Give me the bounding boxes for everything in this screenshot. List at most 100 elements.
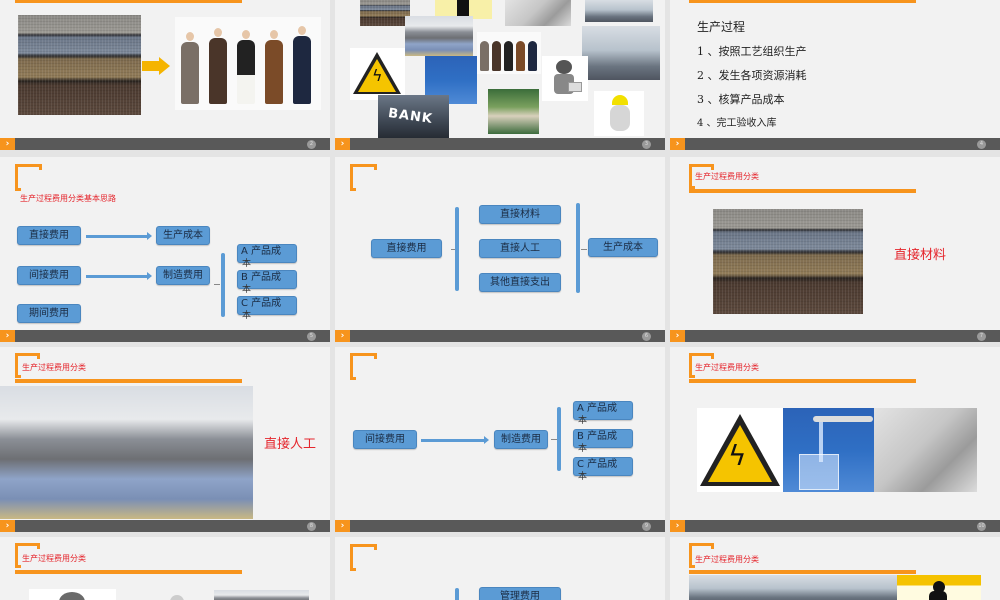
page-number: 7 [977,332,986,341]
indirect-cost-box: 间接费用 [353,430,417,449]
process-item-3: 3 、核算产品成本 [697,93,785,106]
corner-bracket-icon [689,543,714,568]
process-item-2: 2 、发生各项资源消耗 [697,69,807,82]
arrow-right-icon [142,61,160,71]
period-cost-box: 期间费用 [17,304,81,323]
page-number: 5 [307,332,316,341]
slide-thumb-12[interactable]: 管理费用 [335,537,665,600]
coats-image [175,17,321,110]
slide-footer: › 3 [335,138,665,150]
fabric-image [360,0,410,26]
production-cost-box: 生产成本 [588,238,658,257]
page-number: 10 [977,522,986,531]
header-underline [15,570,242,574]
slide-thumb-4[interactable]: 生产过程 1 、按照工艺组织生产 2 、发生各项资源消耗 3 、核算产品成本 4… [670,0,1000,150]
slide-thumb-13[interactable]: 生产过程费用分类 [670,537,1000,600]
header-underline [15,0,242,3]
bracket-bar [221,253,225,317]
slide-footer: › 6 [335,330,665,342]
corner-bracket-icon [15,164,42,191]
admin-expense-box: 管理费用 [479,587,561,600]
chevron-right-icon: › [335,330,350,342]
slide-thumb-10[interactable]: 生产过程费用分类 ϟ › 10 [670,347,1000,532]
header-underline [689,0,916,3]
item-image [29,589,116,600]
coats-image [477,32,541,74]
direct-cost-box: 直接费用 [371,239,442,258]
office-image [585,0,653,22]
slide-thumb-8[interactable]: 生产过程费用分类 直接人工 › 8 [0,347,330,532]
slide-thumb-6[interactable]: 直接费用 直接材料 直接人工 其他直接支出 生产成本 › 6 [335,157,665,342]
page-number: 6 [642,332,651,341]
bank-sign: BANK [387,105,434,128]
electricity-warning-image: ϟ [697,408,783,492]
wrench-image [150,595,190,600]
header-title: 生产过程费用分类 [22,363,86,372]
bracket-bar [455,207,459,291]
corner-bracket-icon [15,543,40,568]
production-cost-box: 生产成本 [156,226,210,245]
slide-thumb-11[interactable]: 生产过程费用分类 [0,537,330,600]
process-item-4: 4 、完工验收入库 [697,118,777,129]
slide-footer: › 9 [335,520,665,532]
page-number: 8 [307,522,316,531]
slide-thumb-2[interactable]: › 2 [0,0,330,150]
chevron-right-icon: › [670,520,685,532]
chevron-right-icon: › [335,520,350,532]
sewing-machine-image [874,408,977,492]
water-image [783,408,874,492]
indirect-cost-box: 间接费用 [17,266,81,285]
slide-footer: › 2 [0,138,330,150]
page-number: 3 [642,140,651,149]
factory-image [214,590,309,600]
lightning-icon: ϟ [372,66,383,85]
page-number: 2 [307,140,316,149]
warning-sign-image: ϟ [350,48,405,100]
chevron-right-icon: › [670,330,685,342]
header-underline [689,379,916,383]
connector-tick [214,284,220,285]
robot-image [542,56,588,101]
page-number: 9 [642,522,651,531]
factory-image [405,16,473,56]
factory-image [0,386,253,519]
connector-tick [551,439,557,440]
worker-silhouette-image [897,575,981,600]
office-image [689,575,897,600]
header-underline [689,570,916,574]
corner-bracket-icon [350,544,377,571]
direct-labor-label: 直接人工 [264,437,317,452]
slide-footer: › 4 [670,138,1000,150]
header-title: 生产过程费用分类 [695,172,759,181]
product-b-cost-box: B 产品成 本 [237,270,297,295]
chevron-right-icon: › [0,520,15,532]
bank-image: BANK [378,95,449,140]
direct-cost-box: 直接费用 [17,226,81,245]
direct-material-label: 直接材料 [894,248,947,263]
other-direct-expense-box: 其他直接支出 [479,273,561,292]
product-c-cost-box: C 产品成 本 [573,457,633,482]
arrow-connector [86,232,152,240]
arrow-connector [86,272,152,280]
slide-thumb-7[interactable]: 生产过程费用分类 直接材料 › 7 [670,157,1000,342]
arrow-connector [421,436,489,444]
slide-title: 生产过程费用分类基本思路 [20,194,116,203]
slide-thumb-3[interactable]: ϟ BANK › 3 [335,0,665,150]
lightning-icon: ϟ [728,439,747,472]
header-underline [15,379,242,383]
process-item-1: 1 、按照工艺组织生产 [697,45,807,58]
slide-thumb-9[interactable]: 间接费用 制造费用 A 产品成 本 B 产品成 本 C 产品成 本 › 9 [335,347,665,532]
slide-footer: › 7 [670,330,1000,342]
bracket-bar [576,203,580,293]
header-title: 生产过程费用分类 [695,363,759,372]
corner-bracket-icon [689,164,714,189]
corner-bracket-icon [15,353,40,378]
direct-labor-box: 直接人工 [479,239,561,258]
fabric-image [18,15,141,115]
bracket-bar [557,407,561,471]
slide-thumb-5[interactable]: 生产过程费用分类基本思路 直接费用 间接费用 期间费用 生产成本 制造费用 A … [0,157,330,342]
worker-figure-image [594,91,644,136]
product-c-cost-box: C 产品成 本 [237,296,297,321]
bracket-bar [455,588,459,600]
fabric-image [713,209,863,314]
